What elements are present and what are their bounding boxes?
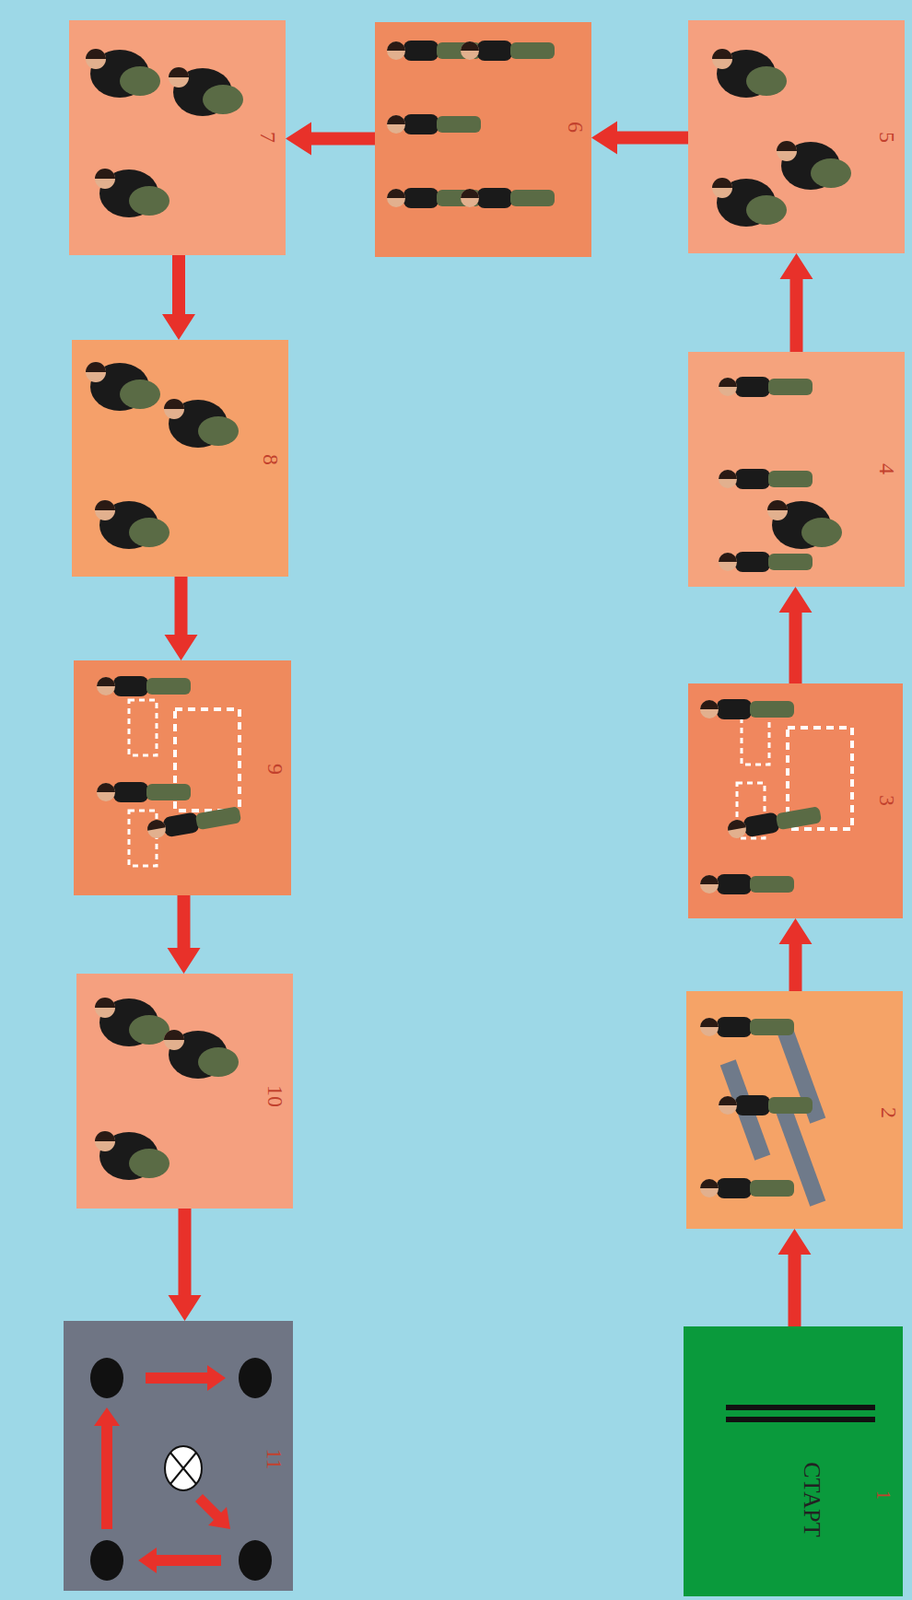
station-panel: 8 [71,339,289,577]
flow-arrow [168,1208,202,1322]
flow-arrow [780,253,814,352]
flow-arrow [591,121,689,155]
station-panel: 3 [688,683,903,919]
flow-arrow [167,895,201,974]
station-number: 8 [259,454,282,466]
start-label: СТАРТ [798,1461,823,1537]
station-number: 7 [257,131,280,143]
flow-arrow [779,586,813,684]
station-panel: 9 [73,660,292,896]
flow-arrow [778,1228,812,1327]
station-number: 9 [264,763,287,775]
station-panel: 7 [69,20,286,256]
flow-arrow [164,576,199,661]
station-panel: 5 [688,20,905,254]
station-number: 5 [876,131,899,143]
station-number: 2 [877,1107,901,1119]
station-number: 3 [876,795,899,807]
station-number: 6 [564,121,587,133]
station-number: 1 [874,1490,893,1500]
flow-arrow [162,255,196,340]
station-panel: 11 [63,1321,293,1591]
start-zone: СТАРТ 1 [683,1326,903,1597]
station-panel: 4 [688,351,905,587]
station-panel: 2 [686,991,903,1229]
station-number: 10 [264,1085,287,1108]
flow-arrow [779,918,813,992]
station-number: 11 [262,1448,285,1470]
station-panel: 10 [76,973,293,1209]
station-panel: 6 [374,22,592,258]
station-number: 4 [876,463,899,475]
flow-arrow [285,122,375,156]
